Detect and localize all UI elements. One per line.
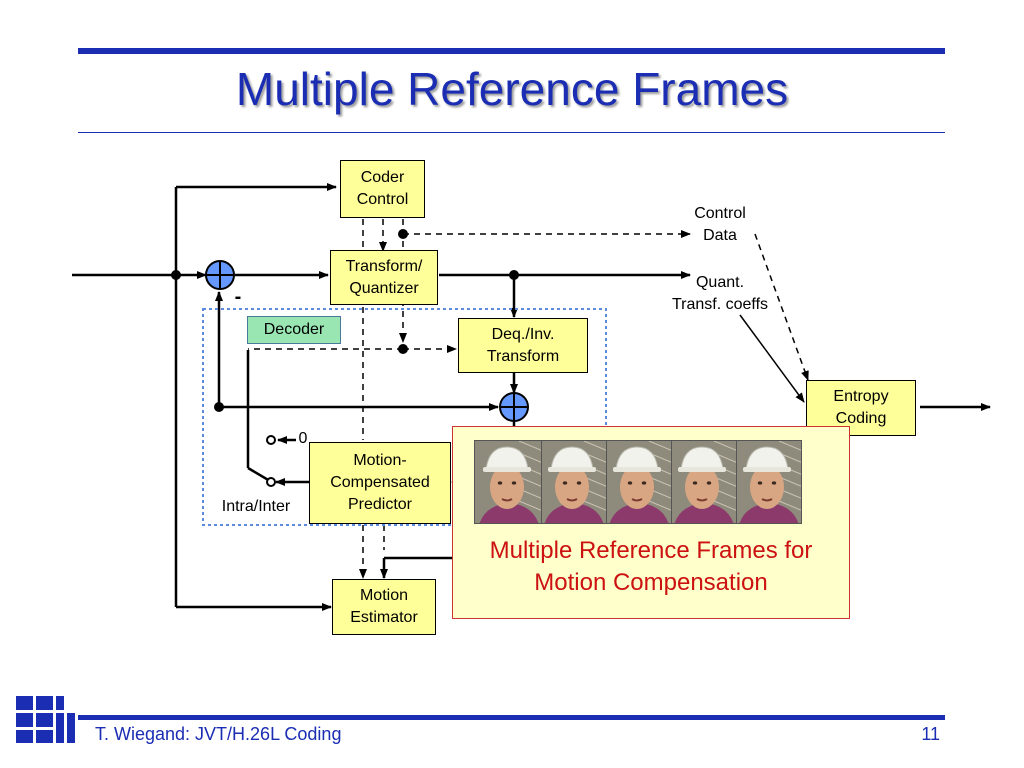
reference-frame-5 bbox=[734, 440, 802, 524]
reference-frame-4 bbox=[669, 440, 737, 524]
coder-control-block: Coder Control bbox=[340, 160, 425, 218]
title-bottom-rule bbox=[78, 132, 945, 133]
reference-frame-1 bbox=[474, 440, 542, 524]
control-data-label: Control Data bbox=[694, 205, 746, 244]
transform-quantizer-block: Transform/ Quantizer bbox=[330, 250, 438, 305]
footer-text: T. Wiegand: JVT/H.26L Coding bbox=[95, 724, 342, 744]
intra-inter-label: Intra/Inter bbox=[221, 498, 291, 515]
minus-sign-label: - bbox=[234, 286, 242, 308]
adder-reconstruction bbox=[499, 392, 529, 422]
title-top-rule bbox=[78, 48, 945, 54]
quant-coeffs-label: Quant. Transf. coeffs bbox=[671, 274, 769, 313]
reference-frame-3 bbox=[604, 440, 672, 524]
institute-logo bbox=[16, 696, 75, 743]
decoder-label: Decoder bbox=[247, 316, 341, 344]
reference-frames-caption: Multiple Reference Frames for Motion Com… bbox=[489, 537, 813, 596]
adder-input bbox=[205, 260, 235, 290]
motion-estimator-block: Motion Estimator bbox=[332, 579, 436, 635]
reference-frame-2 bbox=[539, 440, 607, 524]
page-number: 11 bbox=[921, 724, 940, 744]
slide-title: Multiple Reference Frames bbox=[235, 63, 789, 115]
zero-input-label: 0 bbox=[298, 430, 308, 447]
footer-rule bbox=[78, 715, 945, 720]
mc-predictor-block: Motion- Compensated Predictor bbox=[309, 442, 451, 524]
deq-inv-transform-block: Deq./Inv. Transform bbox=[458, 318, 588, 373]
